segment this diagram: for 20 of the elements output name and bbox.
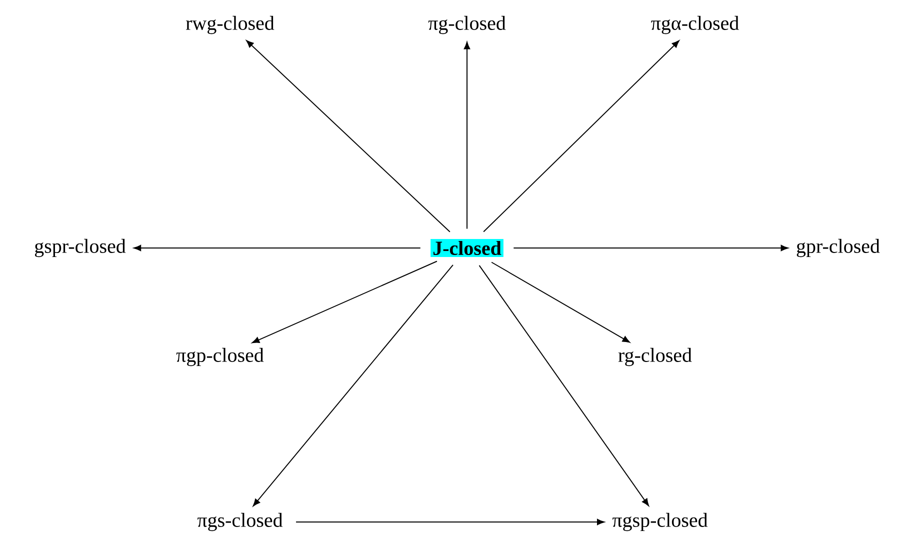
arrow [252, 264, 454, 506]
node-label: rwg-closed [186, 16, 274, 34]
arrow [491, 262, 630, 343]
arrow [513, 244, 788, 252]
node-label: πgα-closed [651, 16, 739, 34]
node-label: gpr-closed [796, 238, 880, 258]
arrow [252, 260, 438, 344]
arrow [296, 518, 604, 526]
node-label: rg-closed [618, 348, 692, 366]
arrow [483, 40, 680, 232]
node-label: πgs-closed [197, 512, 283, 532]
node-label: πgp-closed [176, 348, 264, 366]
highlighted-label: J-closed [430, 238, 504, 258]
arrow [464, 42, 470, 230]
arrow [478, 264, 649, 506]
arrow [246, 40, 450, 232]
arrow [134, 244, 421, 252]
node-label: gspr-closed [34, 238, 126, 258]
node-label: πgsp-closed [612, 512, 708, 532]
node-label: πg-closed [428, 16, 506, 34]
